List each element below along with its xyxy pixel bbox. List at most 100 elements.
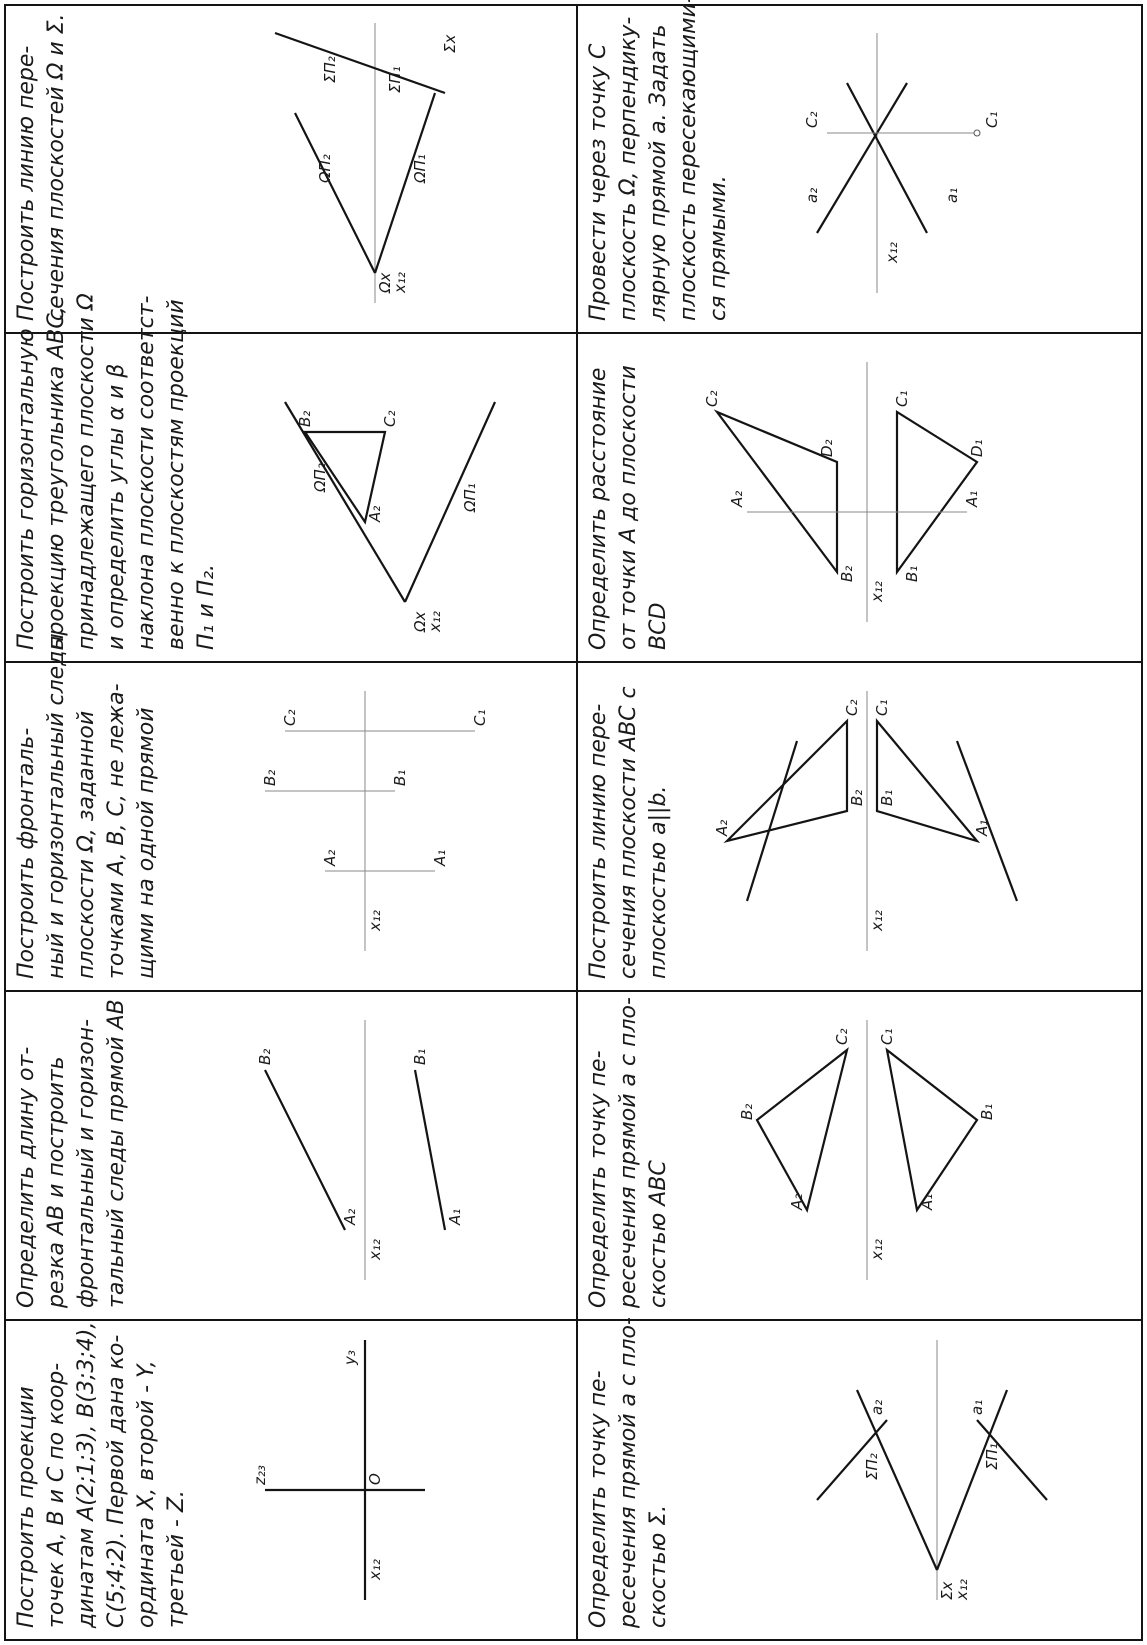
task-8-cell: Построить линию пере- сечения плоскости … (586, 686, 1019, 979)
task-7-line-3: скостью ABC (646, 1160, 671, 1308)
sigma-p2-label: ΣП₂ (321, 56, 339, 83)
a2-label: a₂ (803, 188, 821, 203)
triangle-bcd-front (713, 409, 839, 576)
omega-p1-label: ΩП₁ (411, 154, 429, 184)
x12-label: x₁₂ (426, 611, 444, 633)
b2-label: B₂ (838, 566, 856, 582)
x12-label: x₁₂ (366, 910, 384, 932)
a1-label: A₁ (446, 1209, 464, 1226)
sheet-frame (4, 4, 1143, 1641)
omega-p1-trace (373, 92, 437, 274)
b2-label: B₂ (261, 770, 279, 786)
triangle-abc-top (875, 717, 981, 844)
b2-label: B₂ (738, 1104, 756, 1120)
omega-p2-trace (294, 112, 376, 274)
c1-label: C₁ (471, 710, 489, 727)
c2-label: C₂ (381, 411, 399, 428)
task-10-line-1: Провести через точку C (586, 43, 611, 321)
line-a1 (846, 82, 928, 234)
line-a2 (745, 740, 799, 902)
task-3-line-5: щими на одной прямой (134, 707, 159, 979)
task-4-line-7: П₁ и П₂. (194, 564, 219, 650)
b1-label: B₁ (391, 770, 409, 786)
task-6-line-3: скостью Σ. (646, 1505, 671, 1628)
triangle-abc-front (302, 430, 387, 525)
task-7-line-1: Определить точку пе- (586, 1050, 611, 1308)
task-2-cell: Определить длину от- резка AB и построит… (14, 999, 464, 1309)
c2-label: C₂ (843, 700, 861, 717)
b2-label: B₂ (296, 411, 314, 427)
task-3-line-4: точками A, B, C, не лежа- (104, 683, 129, 979)
d1-label: D₁ (968, 439, 986, 457)
task-8-line-1: Построить линию пере- (586, 704, 611, 979)
b1-label: B₁ (411, 1049, 429, 1065)
a2-label: A₂ (728, 491, 746, 508)
task-4-line-6: венно к плоскостям проекций (164, 299, 189, 650)
task-1-cell: Построить проекции точек A, B и C по коо… (14, 1322, 425, 1629)
task-10-line-3: лярную прямой a. Задать (646, 24, 671, 322)
sigma-x-label: Σx (938, 1582, 956, 1600)
task-2-line-4: тальный следы прямой AB (104, 999, 129, 1308)
omega-p1-label: ΩП₁ (461, 483, 479, 513)
origin-label: O (366, 1473, 384, 1485)
sigma-p2-label: ΣП₂ (863, 1453, 881, 1480)
task-3-line-1: Построить фронталь- (14, 728, 39, 979)
a1-label: a₁ (943, 188, 961, 203)
b2-label: B₂ (848, 790, 866, 806)
omega-x-label: Ωx (411, 612, 429, 633)
task-5-line-1: Построить линию пере- (14, 46, 39, 321)
x12-label: x₁₂ (883, 242, 901, 264)
segment-ab-front (264, 1069, 346, 1231)
task-3-line-2: ный и горизонтальный следы (44, 633, 69, 979)
x12-label: x₁₂ (868, 1239, 886, 1261)
task-9-line-2: от точки A до плоскости (616, 365, 641, 650)
x12-label: x₁₂ (953, 1579, 971, 1601)
c1-label: C₁ (873, 700, 891, 717)
task-2-line-2: резка AB и построить (44, 1056, 69, 1309)
a2-label: A₂ (366, 506, 384, 523)
triangle-bcd-top (895, 410, 979, 576)
triangle-abc-front (723, 718, 849, 844)
c2-label: C₂ (281, 710, 299, 727)
task-3-cell: Построить фронталь- ный и горизонтальный… (14, 633, 489, 979)
point-c1 (973, 129, 981, 137)
task-4-line-1: Построить горизонтальную (14, 329, 39, 650)
task-2-line-3: фронтальный и горизон- (74, 1019, 99, 1308)
sigma-p1-trace (274, 31, 446, 95)
task-5-cell: Построить линию пере- сечения плоскостей… (14, 13, 459, 321)
task-1-line-6: третьей - Z. (164, 1490, 189, 1628)
outer-border (4, 4, 1143, 1641)
task-6-cell: Определить точку пе- ресечения прямой a … (586, 1317, 1048, 1629)
task-1-line-4: C(5;4;2). Первой дана ко- (104, 1335, 129, 1628)
a2-label: A₂ (788, 1194, 806, 1211)
omega-p2-trace (284, 401, 406, 603)
task-1-line-2: точек A, B и C по коор- (44, 1363, 69, 1628)
task-7-line-2: ресечения прямой a с пло- (616, 997, 641, 1309)
task-10-cell: Провести через точку C плоскость Ω, перп… (586, 0, 1001, 322)
task-4-cell: Построить горизонтальную проекцию треуго… (14, 293, 497, 650)
task-6-line-1: Определить точку пе- (586, 1370, 611, 1628)
task-1-line-5: ордината X, второй - Y, (134, 1360, 159, 1628)
task-4-line-4: и определить углы α и β (104, 364, 129, 650)
task-8-line-3: плоскостью a||b. (646, 786, 671, 979)
task-9-cell: Определить расстояние от точки A до плос… (586, 362, 986, 650)
task-9-line-3: BCD (646, 603, 671, 650)
task-5-line-2: сечения плоскостей Ω и Σ. (44, 13, 69, 321)
a2-label: A₂ (321, 850, 339, 867)
x12-label: x₁₂ (366, 1559, 384, 1581)
b1-label: B₁ (878, 790, 896, 806)
b1-label: B₁ (903, 566, 921, 582)
task-1-line-1: Построить проекции (14, 1386, 39, 1628)
line-a1 (955, 740, 1019, 902)
sigma-p1-label: ΣП₁ (386, 66, 404, 93)
line-a2 (816, 82, 908, 234)
a1-label: a₁ (968, 1400, 986, 1415)
task-4-line-2: проекцию треугольника ABC, (44, 306, 69, 650)
task-4-line-5: наклона плоскости соответст- (134, 295, 159, 650)
a2-label: A₂ (713, 820, 731, 837)
x12-label: x₁₂ (868, 581, 886, 603)
c2-label: C₂ (803, 112, 821, 129)
sigma-p2-trace (855, 1389, 939, 1571)
task-4-line-3: принадлежащего плоскости Ω (74, 293, 99, 650)
